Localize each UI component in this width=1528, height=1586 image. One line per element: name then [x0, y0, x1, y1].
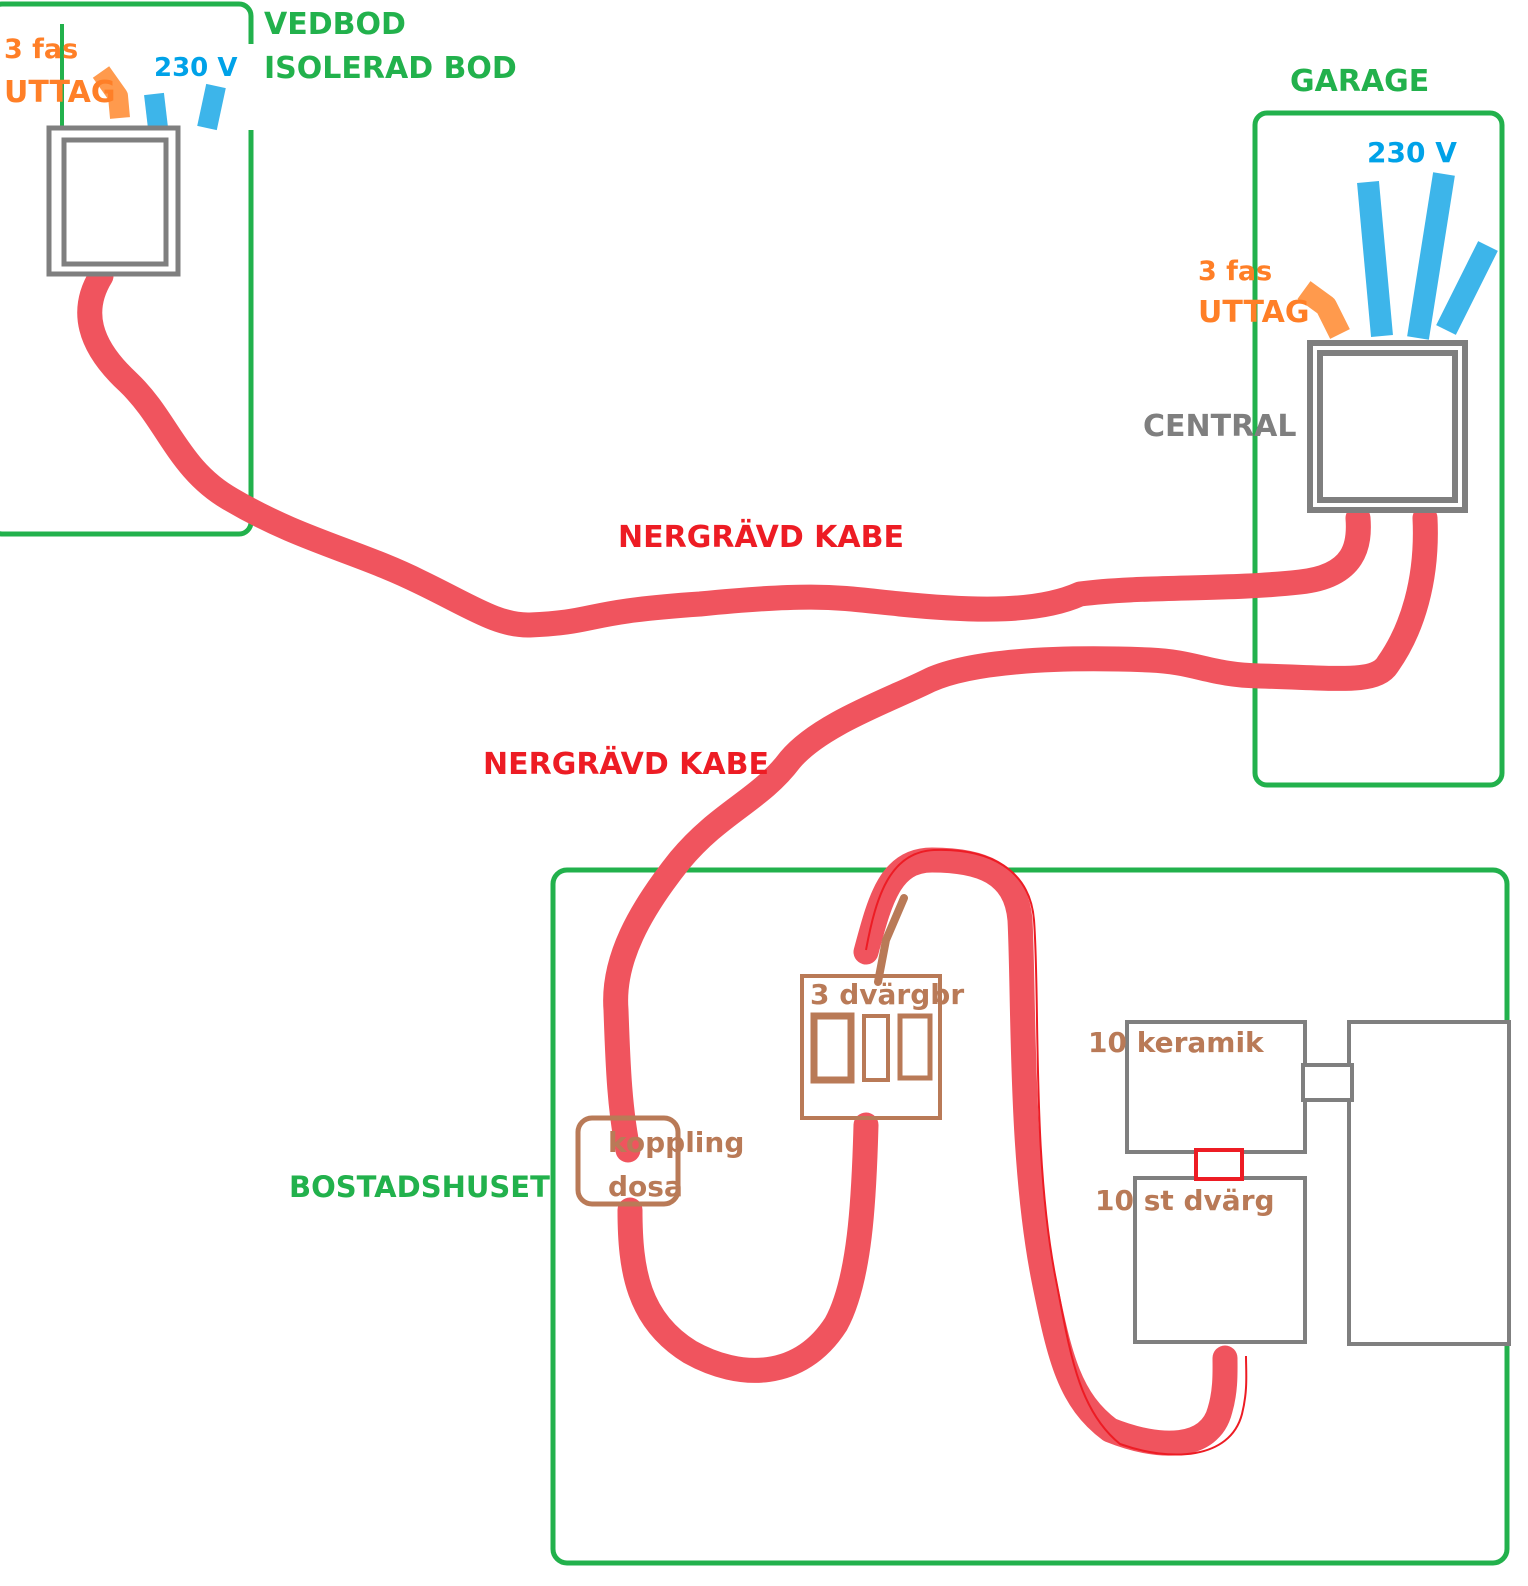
vedbod-230v-label: 230 V	[154, 53, 237, 83]
junction-box	[575, 1115, 681, 1207]
garage-230v-line-2	[1407, 172, 1455, 340]
garage-title: GARAGE	[1290, 64, 1429, 99]
garage-230v-label: 230 V	[1367, 136, 1457, 169]
junction-label-line2: dosa	[608, 1170, 683, 1203]
garage-230v-line-1	[1357, 181, 1393, 337]
vedbod-title-line2: ISOLERAD BOD	[264, 51, 517, 86]
cable-house-to-panel	[853, 847, 1238, 1456]
cable-garage-to-house	[603, 505, 1438, 1163]
central-panel	[1307, 340, 1468, 513]
vedbod-outline	[0, 1, 254, 537]
cable-vedbod-to-garage	[77, 263, 1371, 638]
garage-230v-line-3	[1436, 241, 1498, 335]
cable-brown-stub	[874, 894, 908, 986]
cable-upper-label: NERGRÄVD KABE	[618, 519, 904, 555]
dvarg-label: 10 st dvärg	[1095, 1184, 1275, 1217]
side-cabinet	[1347, 1020, 1511, 1346]
garage-3fas-label-line2: UTTAG	[1198, 295, 1310, 330]
vedbod-230v-line-2	[197, 83, 226, 131]
panel-connector-red	[1194, 1148, 1244, 1181]
cable-lower-label: NERGRÄVD KABE	[483, 746, 769, 782]
house-title: BOSTADSHUSET	[289, 1170, 550, 1204]
vedbod-gap	[238, 44, 258, 130]
cable-house-outline-trace	[865, 848, 1248, 1456]
breaker-label: 3 dvärgbr	[810, 978, 964, 1011]
vedbod-3fas-label-line2: UTTAG	[4, 75, 116, 110]
keramik-label: 10 keramik	[1088, 1026, 1265, 1059]
vedbod-3fas-label-line1: 3 fas	[4, 34, 78, 65]
vedbod-3fas-line	[92, 66, 130, 119]
central-label: CENTRAL	[1143, 409, 1297, 444]
vedbod-title-line1: VEDBOD	[264, 7, 406, 42]
cable-house-loop	[617, 1112, 879, 1383]
vedbod-230v-line-1	[144, 92, 168, 130]
garage-3fas-label-line1: 3 fas	[1198, 256, 1272, 287]
panel-connector-grey	[1301, 1063, 1354, 1102]
garage-3fas-line	[1297, 281, 1350, 339]
breaker-box	[800, 974, 942, 1120]
junction-label-line1: koppling	[608, 1126, 744, 1159]
vedbod-panel	[46, 125, 181, 277]
garage-outline	[1252, 110, 1505, 788]
